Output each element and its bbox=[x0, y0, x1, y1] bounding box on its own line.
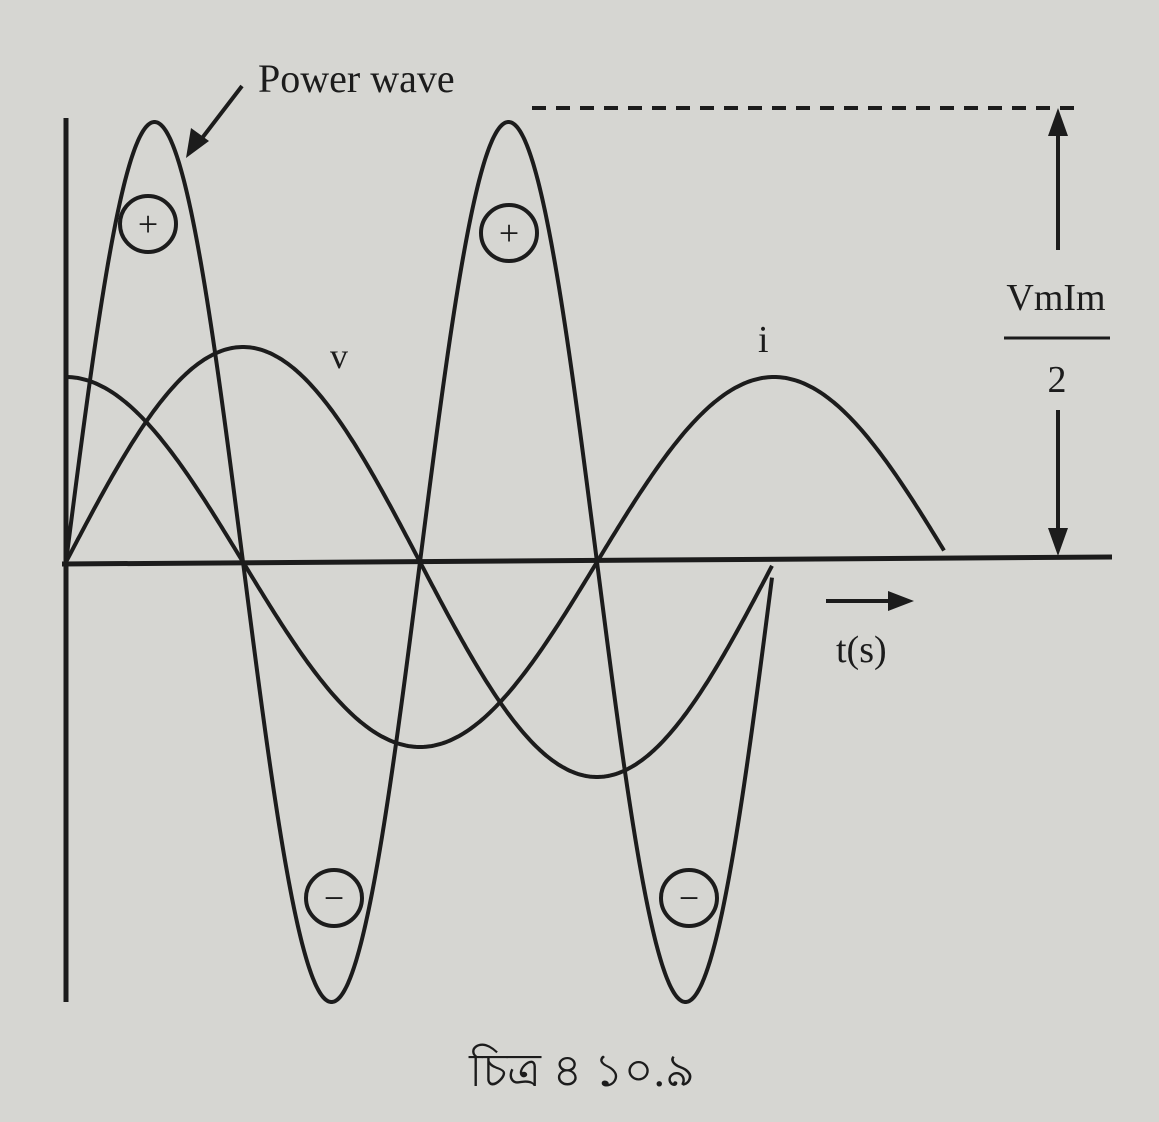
amplitude-numerator: VmIm bbox=[1006, 277, 1105, 319]
time-direction-arrow-head bbox=[888, 591, 914, 611]
negative-sign-2: − bbox=[659, 868, 719, 928]
negative-sign-1: − bbox=[304, 868, 364, 928]
amplitude-denominator: 2 bbox=[1048, 359, 1067, 401]
positive-sign-2: + bbox=[479, 203, 539, 263]
voltage-label: v bbox=[330, 336, 348, 376]
power-wave-curve bbox=[64, 120, 774, 1004]
positive-sign-1: + bbox=[118, 194, 178, 254]
svg-text:−: − bbox=[324, 878, 344, 918]
time-axis bbox=[61, 554, 1113, 567]
svg-text:+: + bbox=[138, 204, 158, 244]
time-axis-label: t(s) bbox=[836, 629, 887, 671]
current-label: i bbox=[758, 319, 769, 361]
svg-text:+: + bbox=[499, 213, 519, 253]
power-wave-pointer-head bbox=[186, 128, 209, 158]
svg-text:−: − bbox=[679, 878, 699, 918]
amplitude-arrow-head-top bbox=[1048, 108, 1068, 136]
power-wave-pointer bbox=[194, 84, 244, 148]
current-curve bbox=[66, 375, 946, 749]
figure-caption: চিত্র ৪ ১০.৯ bbox=[468, 1043, 695, 1096]
power-wave-label: Power wave bbox=[258, 56, 455, 101]
amplitude-arrow-head-bottom bbox=[1048, 528, 1068, 556]
voltage-curve bbox=[64, 345, 774, 779]
